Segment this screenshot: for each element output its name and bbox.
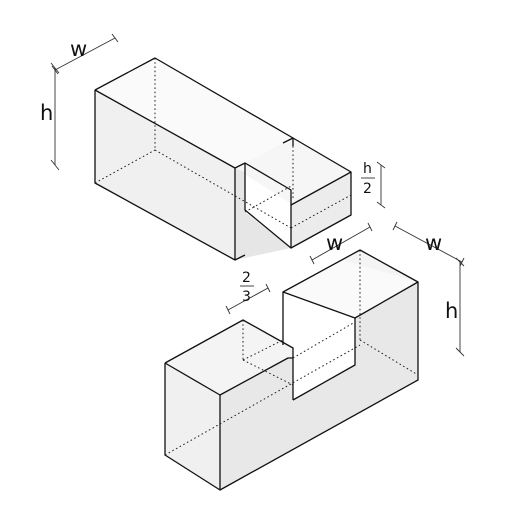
top-block-outline [94,57,294,146]
bottom-block-front-face [165,363,220,490]
top-block-ramp-edge [244,162,292,205]
bottom-block-tenon [219,249,419,491]
bottom-block-outline-left [164,319,294,400]
bottom-block-tenon-front [282,291,356,401]
bottom-block-step [219,357,293,396]
top-block-slot-end-face [291,172,351,248]
top-block-slot-inner-face [235,168,291,260]
dim-two-thirds-line [227,287,269,311]
dimension-lines [50,33,465,357]
label-top-w: w [70,37,87,61]
top-block-front-face [95,90,235,260]
dim-mid-w-line [311,226,371,261]
top-block-hidden-slot-bottom [290,194,352,229]
bottom-block-hidden-b [242,359,294,386]
top-block [94,57,352,261]
top-block-hidden-floor [154,149,292,229]
bottom-block [164,249,419,491]
bottom-block-hidden-c [242,339,284,361]
label-right-w: w [425,231,442,255]
top-block-hidden-slot-diag [244,184,294,213]
label-two-thirds-num: 2 [242,270,251,286]
bottom-block-tenon-edge [354,281,419,319]
bottom-block-hidden-e [359,339,419,376]
dim-right-w-line [394,225,463,263]
label-mid-w: w [326,231,343,255]
top-block-hidden-back-bottom [94,149,156,184]
label-two-thirds-den: 3 [242,289,251,305]
top-block-upper-ramp [282,137,352,173]
top-block-step-edges [234,162,352,249]
top-block-top-face [95,58,293,168]
label-half-h-den: 2 [363,181,372,197]
bottom-block-hidden-f [292,321,356,359]
label-top-h: h [40,101,53,125]
top-block-corner-edge [234,254,246,261]
dimension-labels: w h h 2 w w h 2 3 [40,37,458,323]
dim-top-w-line [54,37,116,71]
label-half-h-num: h [363,161,372,177]
label-right-h: h [445,299,458,323]
